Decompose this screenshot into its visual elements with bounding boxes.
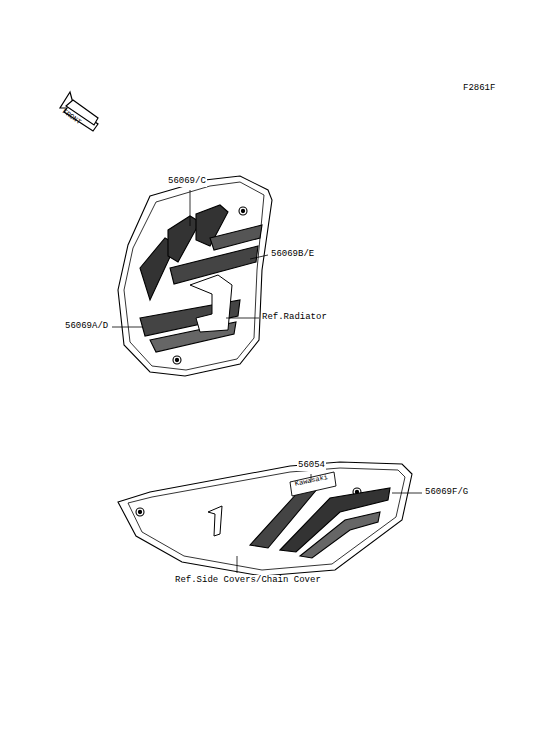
side-cover — [118, 462, 412, 576]
callout-number: 56069/C — [167, 176, 207, 187]
reference-note: Ref.Radiator — [261, 312, 328, 323]
callout-number: 56054 — [297, 460, 326, 471]
leader-lines — [112, 190, 422, 573]
callout-number: 56069F/G — [424, 487, 469, 498]
reference-note: Ref.Side Covers/Chain Cover — [174, 575, 322, 586]
radiator-shroud — [118, 176, 272, 376]
figure-number: F2861F — [462, 83, 496, 94]
callout-number: 56069B/E — [270, 249, 315, 260]
callout-number: 56069A/D — [64, 321, 109, 332]
